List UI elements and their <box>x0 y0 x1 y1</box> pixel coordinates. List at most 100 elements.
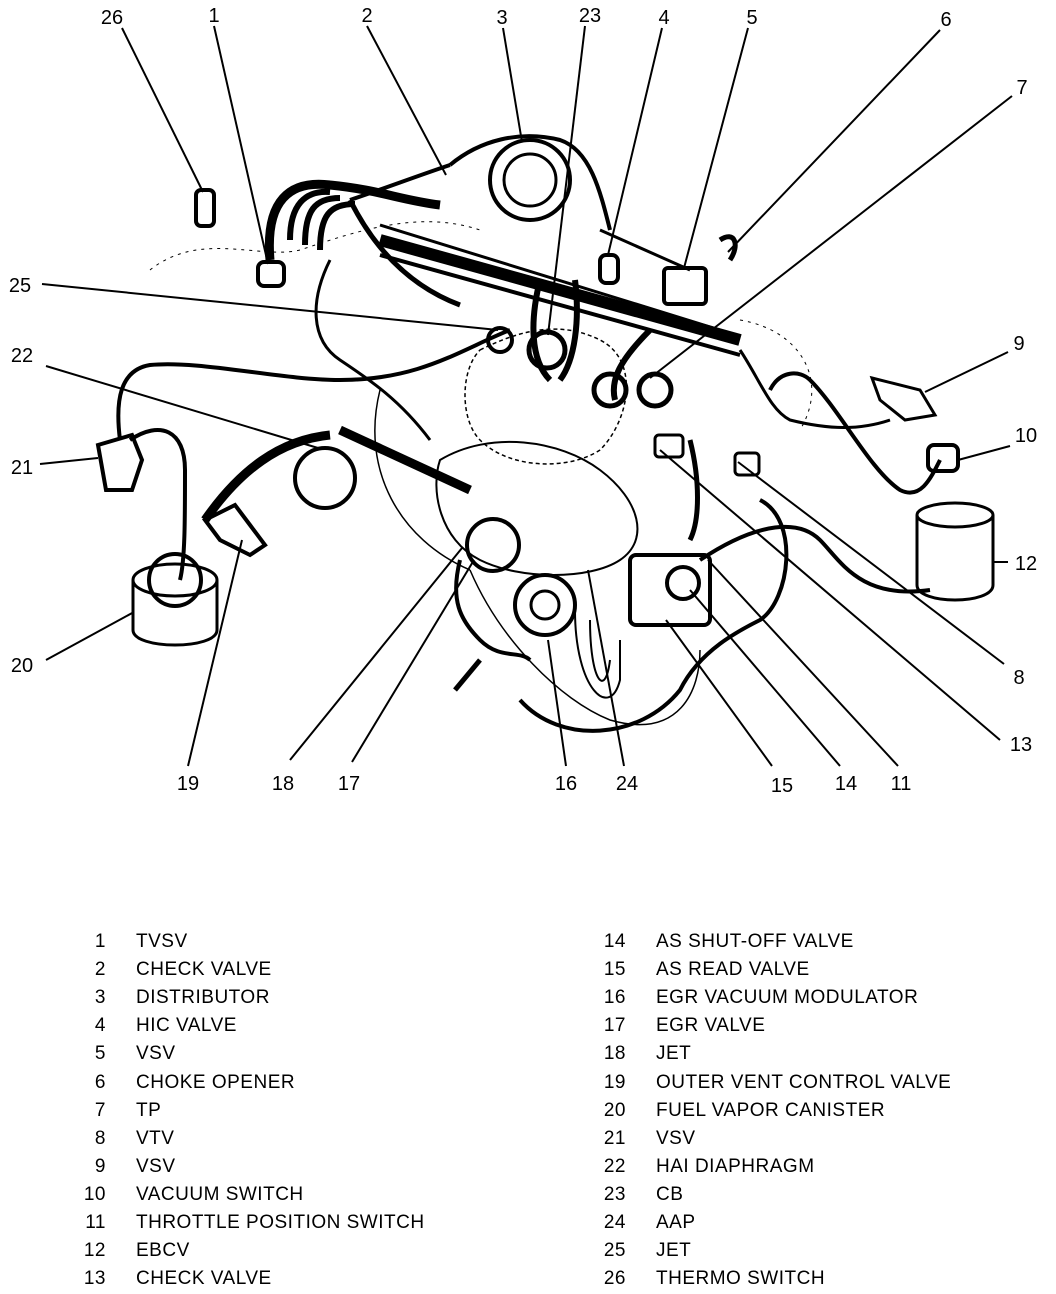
legend-label: OUTER VENT CONTROL VALVE <box>656 1071 952 1093</box>
legend-number: 6 <box>94 1071 106 1093</box>
legend-item: 2 CHECK VALVE <box>76 956 425 984</box>
legend-label: DISTRIBUTOR <box>136 987 270 1009</box>
engine-illustration <box>95 134 995 733</box>
legend-label: CHECK VALVE <box>136 959 272 981</box>
callout-11: 11 <box>891 773 912 795</box>
callout-24: 24 <box>616 773 638 795</box>
legend-label: VACUUM SWITCH <box>136 1183 304 1205</box>
callout-20: 20 <box>11 655 33 677</box>
legend-label: EBCV <box>136 1240 190 1262</box>
legend-label: VSV <box>136 1043 176 1065</box>
leader-lines <box>39 25 1013 767</box>
legend-item: 13 CHECK VALVE <box>76 1265 425 1293</box>
legend-item: 24 AAP <box>596 1209 951 1237</box>
legend-number: 20 <box>603 1099 626 1121</box>
legend-number: 3 <box>94 987 106 1009</box>
legend-item: 8 VTV <box>76 1125 425 1153</box>
callout-7: 7 <box>1016 77 1027 99</box>
legend-number: 24 <box>603 1211 626 1233</box>
legend-item: 15 AS READ VALVE <box>596 956 951 984</box>
legend-number: 4 <box>94 1015 106 1037</box>
callout-8: 8 <box>1013 667 1024 689</box>
callout-13: 13 <box>1010 734 1032 756</box>
legend-item: 26 THERMO SWITCH <box>596 1265 951 1293</box>
engine-vacuum-diagram: 26 1 2 3 23 4 5 6 7 25 22 21 9 10 12 8 1… <box>9 5 1037 797</box>
callout-25: 25 <box>9 275 31 297</box>
legend-number: 18 <box>603 1043 626 1065</box>
legend-number: 16 <box>603 987 626 1009</box>
legend-label: TP <box>136 1099 162 1121</box>
callout-22: 22 <box>11 345 33 367</box>
callout-17: 17 <box>338 773 360 795</box>
legend-number: 9 <box>94 1155 106 1177</box>
callout-1: 1 <box>208 5 219 27</box>
legend-item: 14 AS SHUT-OFF VALVE <box>596 928 951 956</box>
legend-number: 8 <box>94 1127 106 1149</box>
legend-number: 15 <box>603 959 626 981</box>
legend-number: 5 <box>94 1043 106 1065</box>
legend-item: 16 EGR VACUUM MODULATOR <box>596 984 951 1012</box>
legend-label: CHOKE OPENER <box>136 1071 296 1093</box>
callout-12: 12 <box>1015 553 1037 575</box>
legend-item: 1 TVSV <box>76 928 425 956</box>
legend-label: VSV <box>656 1127 696 1149</box>
callout-10: 10 <box>1015 425 1037 447</box>
callout-6: 6 <box>940 9 951 31</box>
legend-label: THERMO SWITCH <box>656 1268 826 1290</box>
legend-number: 17 <box>603 1015 626 1037</box>
legend-item: 5 VSV <box>76 1040 425 1068</box>
legend-item: 25 JET <box>596 1237 951 1265</box>
callout-26: 26 <box>101 7 123 29</box>
callout-21: 21 <box>11 457 33 479</box>
legend-label: TVSV <box>136 931 188 953</box>
legend-label: JET <box>656 1043 692 1065</box>
callout-18: 18 <box>272 773 294 795</box>
legend-label: HAI DIAPHRAGM <box>656 1155 815 1177</box>
legend-item: 18 JET <box>596 1040 951 1068</box>
legend-item: 4 HIC VALVE <box>76 1012 425 1040</box>
legend-number: 1 <box>94 931 106 953</box>
legend-label: AS SHUT-OFF VALVE <box>656 931 854 953</box>
legend-number: 25 <box>603 1240 626 1262</box>
callout-9: 9 <box>1013 333 1024 355</box>
legend-number: 26 <box>603 1268 626 1290</box>
legend-number: 19 <box>603 1071 626 1093</box>
legend-label: CB <box>656 1183 684 1205</box>
legend-number: 13 <box>83 1268 106 1290</box>
callout-3: 3 <box>496 7 507 29</box>
legend-item: 7 TP <box>76 1097 425 1125</box>
legend-item: 17 EGR VALVE <box>596 1012 951 1040</box>
legend-number: 22 <box>603 1155 626 1177</box>
legend-label: AAP <box>656 1211 696 1233</box>
legend-label: EGR VALVE <box>656 1015 766 1037</box>
callout-4: 4 <box>658 7 669 29</box>
callout-19: 19 <box>177 773 199 795</box>
legend-number: 14 <box>603 931 626 953</box>
legend-item: 3 DISTRIBUTOR <box>76 984 425 1012</box>
legend-number: 2 <box>94 959 106 981</box>
legend-label: EGR VACUUM MODULATOR <box>656 987 919 1009</box>
callout-2: 2 <box>361 5 372 27</box>
legend-item: 21 VSV <box>596 1125 951 1153</box>
legend-number: 7 <box>94 1099 106 1121</box>
legend-item: 6 CHOKE OPENER <box>76 1068 425 1096</box>
callout-16: 16 <box>555 773 577 795</box>
legend-label: AS READ VALVE <box>656 959 810 981</box>
legend-number: 21 <box>603 1127 626 1149</box>
legend-label: CHECK VALVE <box>136 1268 272 1290</box>
callout-15: 15 <box>771 775 793 797</box>
legend-number: 12 <box>83 1240 106 1262</box>
callout-23: 23 <box>579 5 601 27</box>
legend-item: 19 OUTER VENT CONTROL VALVE <box>596 1068 951 1096</box>
legend-label: HIC VALVE <box>136 1015 237 1037</box>
legend-label: VTV <box>136 1127 175 1149</box>
callout-numbers: 26 1 2 3 23 4 5 6 7 25 22 21 9 10 12 8 1… <box>9 5 1037 797</box>
legend-label: JET <box>656 1240 692 1262</box>
